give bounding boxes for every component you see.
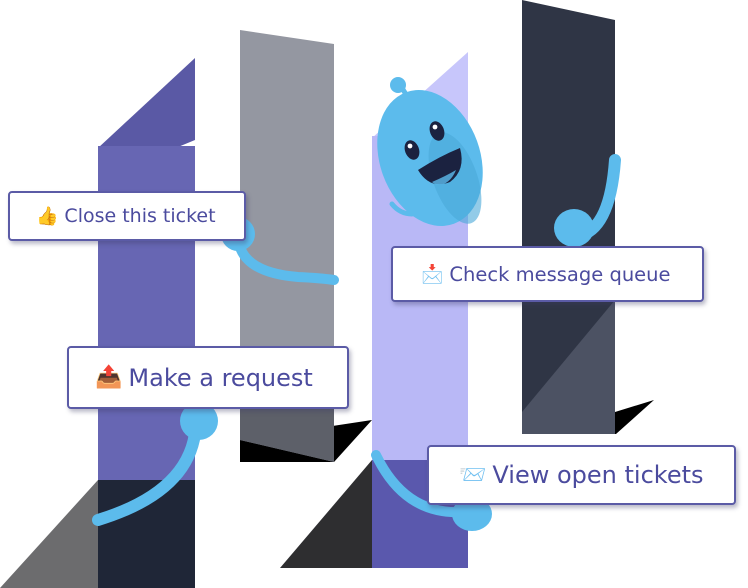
bot-head-shade (428, 132, 482, 224)
bot-hand-top-right (554, 209, 594, 247)
bot-body-arm (389, 201, 415, 217)
make-request-label: Make a request (128, 363, 313, 392)
close-ticket-label: Close this ticket (64, 205, 216, 227)
close-ticket-button[interactable]: 👍 Close this ticket (8, 191, 246, 241)
check-message-queue-button[interactable]: 📩 Check message queue (391, 246, 704, 302)
navy-panel (522, 0, 615, 412)
check-message-queue-label: Check message queue (449, 262, 671, 286)
navy-panel-bottom (522, 300, 615, 434)
incoming-envelope-icon: 📨 (459, 462, 487, 488)
outbox-tray-icon: 📤 (95, 365, 123, 390)
thumbs-up-icon: 👍 (36, 205, 59, 227)
bot-hand-bottom-left (180, 402, 218, 440)
make-request-button[interactable]: 📤 Make a request (67, 346, 349, 409)
bot-antenna-ball (390, 77, 406, 93)
envelope-with-arrow-icon: 📩 (421, 263, 444, 285)
view-open-tickets-label: View open tickets (492, 461, 704, 489)
bot-hand-bottom-right (452, 497, 492, 531)
bot-arm-top-left (232, 227, 339, 285)
view-open-tickets-button[interactable]: 📨 View open tickets (427, 445, 736, 505)
bot-arm-bottom-right (371, 450, 467, 518)
